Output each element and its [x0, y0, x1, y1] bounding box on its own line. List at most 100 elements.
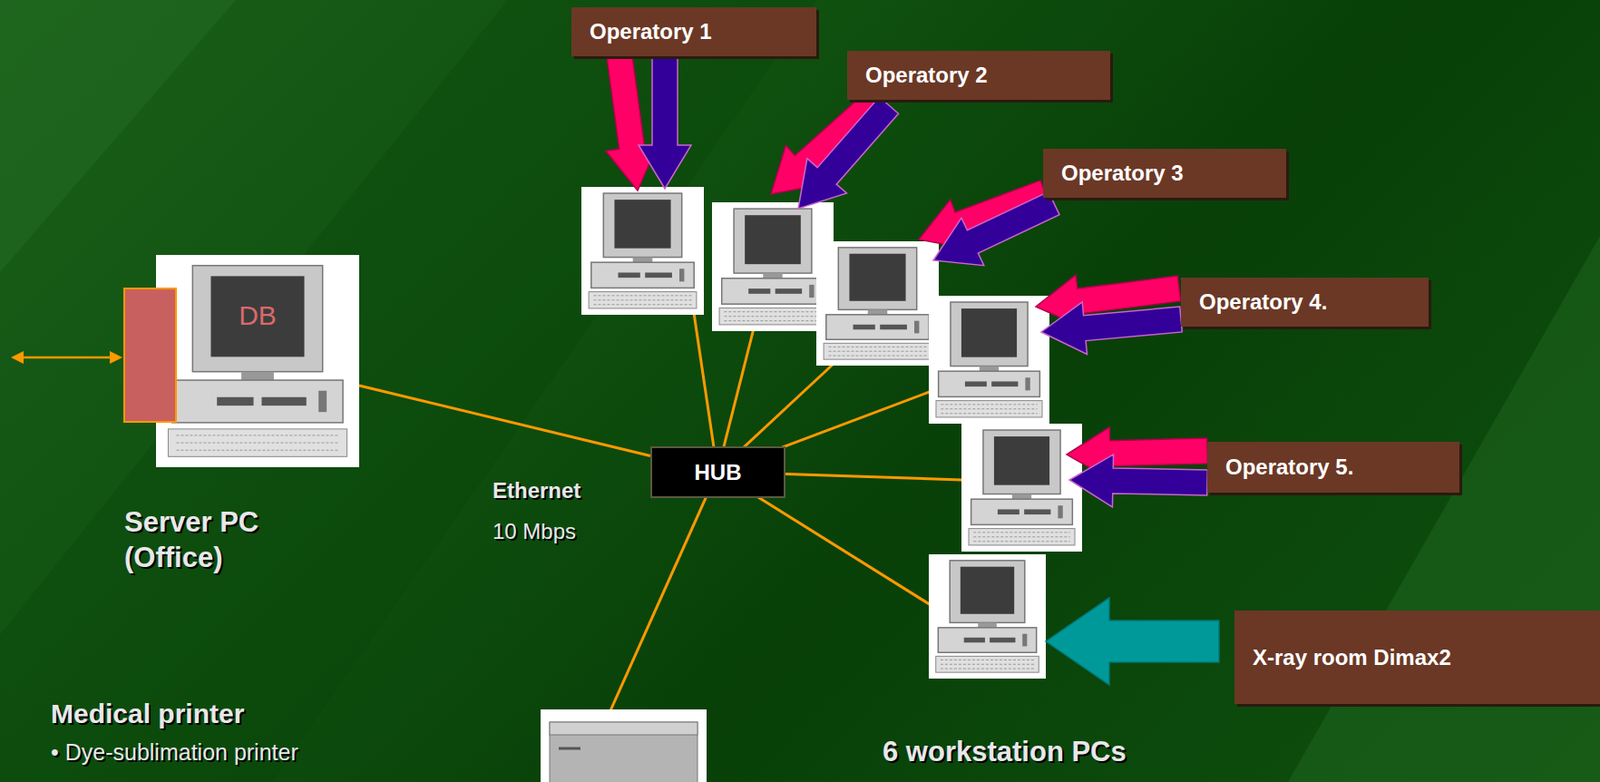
storage-unit — [124, 288, 176, 422]
keyboard — [968, 528, 1075, 546]
node-label: Operatory 3 — [1061, 160, 1184, 186]
drive-slot — [1024, 508, 1051, 515]
drive-slot — [853, 324, 876, 330]
signal-arrow — [1069, 454, 1208, 508]
external-link — [19, 356, 113, 360]
arrow-head — [10, 351, 24, 364]
keyboard — [936, 400, 1043, 418]
drive-slot — [748, 288, 771, 294]
node-label: Operatory 4. — [1199, 289, 1327, 315]
background-band — [0, 0, 817, 782]
signal-arrow — [605, 54, 658, 191]
text-label: 10 Mbps — [492, 518, 576, 545]
monitor — [603, 193, 682, 257]
monitor — [950, 302, 1028, 367]
monitor-stand — [762, 273, 782, 279]
printer-top — [549, 721, 698, 735]
keyboard — [588, 292, 697, 309]
button — [914, 321, 919, 334]
key-row — [973, 540, 1070, 542]
key-row — [829, 351, 927, 352]
server-pc: DBServer PC (Office) — [156, 254, 360, 468]
node-label: X-ray room Dimax2 — [1252, 644, 1452, 671]
monitor — [838, 247, 917, 311]
signal-arrow — [798, 97, 899, 209]
image-arrow — [1045, 597, 1220, 685]
drive-slot — [965, 380, 987, 387]
monitor — [949, 560, 1025, 624]
key-row — [940, 663, 1035, 665]
workstation-pc — [816, 241, 939, 366]
medical-printer — [540, 709, 707, 782]
operatory-box: Operatory 3 — [1043, 148, 1287, 198]
workstation-pc — [961, 423, 1083, 552]
drive-slot — [216, 397, 254, 406]
workstation-pc — [928, 295, 1050, 424]
drive-slot — [775, 288, 802, 294]
icon-background — [928, 295, 1050, 424]
drive-slot — [997, 508, 1020, 515]
drive-slot — [964, 637, 986, 643]
key-row — [723, 311, 821, 313]
key-row — [723, 315, 821, 317]
key-row — [594, 303, 693, 305]
signal-arrow — [1041, 302, 1182, 355]
workstation-pc — [581, 186, 704, 315]
workstation-pc — [928, 554, 1046, 679]
node-label: Operatory 2 — [865, 62, 988, 88]
icon-background — [540, 709, 707, 782]
keyboard — [823, 342, 932, 360]
keyboard — [719, 307, 827, 324]
screen-text: DB — [156, 300, 360, 332]
key-row — [829, 346, 927, 348]
system-unit — [826, 314, 929, 340]
operatory-box: Operatory 4. — [1180, 277, 1429, 327]
icon-background — [928, 554, 1046, 679]
monitor — [733, 208, 812, 274]
key-row — [973, 536, 1070, 537]
system-unit — [938, 370, 1041, 397]
icon-background — [156, 254, 360, 468]
text-label: • Dye-sublimation printer — [50, 739, 299, 766]
monitor — [983, 429, 1061, 495]
xray-box: X-ray room Dimax2 — [1234, 610, 1600, 704]
keyboard — [167, 429, 347, 457]
key-row — [175, 434, 339, 436]
operatory-box: Operatory 5. — [1207, 441, 1460, 493]
signal-arrow — [933, 191, 1060, 265]
system-unit — [971, 498, 1074, 525]
node-caption: Server PC (Office) — [124, 505, 342, 576]
button — [1057, 505, 1063, 518]
button — [318, 390, 327, 412]
monitor-stand — [979, 366, 999, 372]
screen — [614, 199, 671, 249]
operatory-box: Operatory 2 — [847, 50, 1111, 100]
node-label: Operatory 1 — [589, 19, 713, 45]
monitor-stand — [977, 622, 997, 627]
monitor-stand — [241, 371, 274, 381]
drive-slot — [989, 637, 1015, 643]
drive-slot — [991, 380, 1018, 387]
text-label: Medical printer — [50, 698, 244, 730]
system-unit — [721, 278, 825, 304]
icon-background — [961, 423, 1083, 552]
workstation-pc — [712, 202, 834, 332]
key-row — [940, 403, 1037, 405]
operatory-box: Operatory 1 — [571, 7, 817, 57]
monitor-stand — [1012, 494, 1032, 500]
screen — [848, 253, 906, 302]
drive-slot — [879, 324, 908, 330]
hub-box: HUB — [650, 446, 786, 498]
button — [1022, 634, 1027, 647]
monitor-stand — [633, 257, 654, 264]
system-unit — [937, 627, 1036, 653]
key-row — [940, 659, 1035, 661]
icon-background — [816, 241, 939, 366]
system-unit — [172, 380, 343, 423]
screen — [744, 214, 801, 264]
button — [809, 284, 814, 298]
key-row — [829, 355, 927, 357]
key-row — [175, 442, 339, 444]
screen — [994, 436, 1050, 486]
